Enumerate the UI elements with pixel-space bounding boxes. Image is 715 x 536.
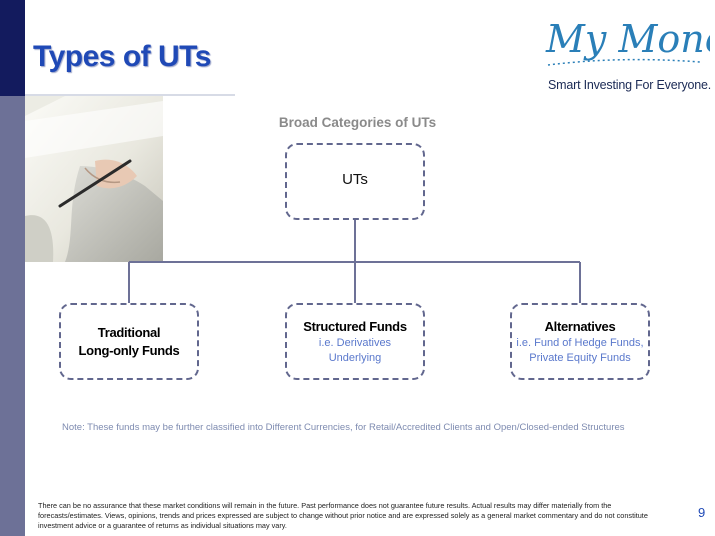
- my-money-logo: My Money: [545, 17, 710, 66]
- node-alternatives-title: Alternatives: [544, 318, 616, 334]
- sidebar-top-block: [0, 0, 25, 96]
- node-structured: Structured Funds i.e. Derivatives Underl…: [285, 303, 425, 380]
- node-uts: UTs: [285, 143, 425, 220]
- hand-writing-photo: [25, 96, 163, 262]
- node-uts-label: UTs: [342, 171, 368, 188]
- logo-wordmark: My Money: [545, 17, 710, 61]
- node-structured-title: Structured Funds: [303, 318, 407, 334]
- disclaimer-text: There can be no assurance that these mar…: [38, 501, 648, 530]
- node-structured-sub2: Underlying: [328, 351, 382, 364]
- diagram-title: Broad Categories of UTs: [278, 115, 437, 130]
- node-alternatives-sub1: i.e. Fund of Hedge Funds,: [516, 336, 644, 349]
- page-number: 9: [698, 505, 706, 520]
- diagram-note: Note: These funds may be further classif…: [62, 422, 625, 433]
- node-alternatives-sub2: Private Equity Funds: [529, 351, 631, 364]
- node-alternatives: Alternatives i.e. Fund of Hedge Funds, P…: [510, 303, 650, 380]
- sidebar-strip: [0, 96, 25, 536]
- node-traditional-line1: Traditional: [97, 324, 161, 340]
- node-structured-sub1: i.e. Derivatives: [318, 336, 392, 349]
- node-traditional: Traditional Long-only Funds: [59, 303, 199, 380]
- node-traditional-line2: Long-only Funds: [78, 342, 180, 358]
- title-underline: [25, 94, 235, 96]
- slide-title: Types of UTs: [33, 40, 211, 73]
- logo-tagline: Smart Investing For Everyone.: [548, 78, 712, 92]
